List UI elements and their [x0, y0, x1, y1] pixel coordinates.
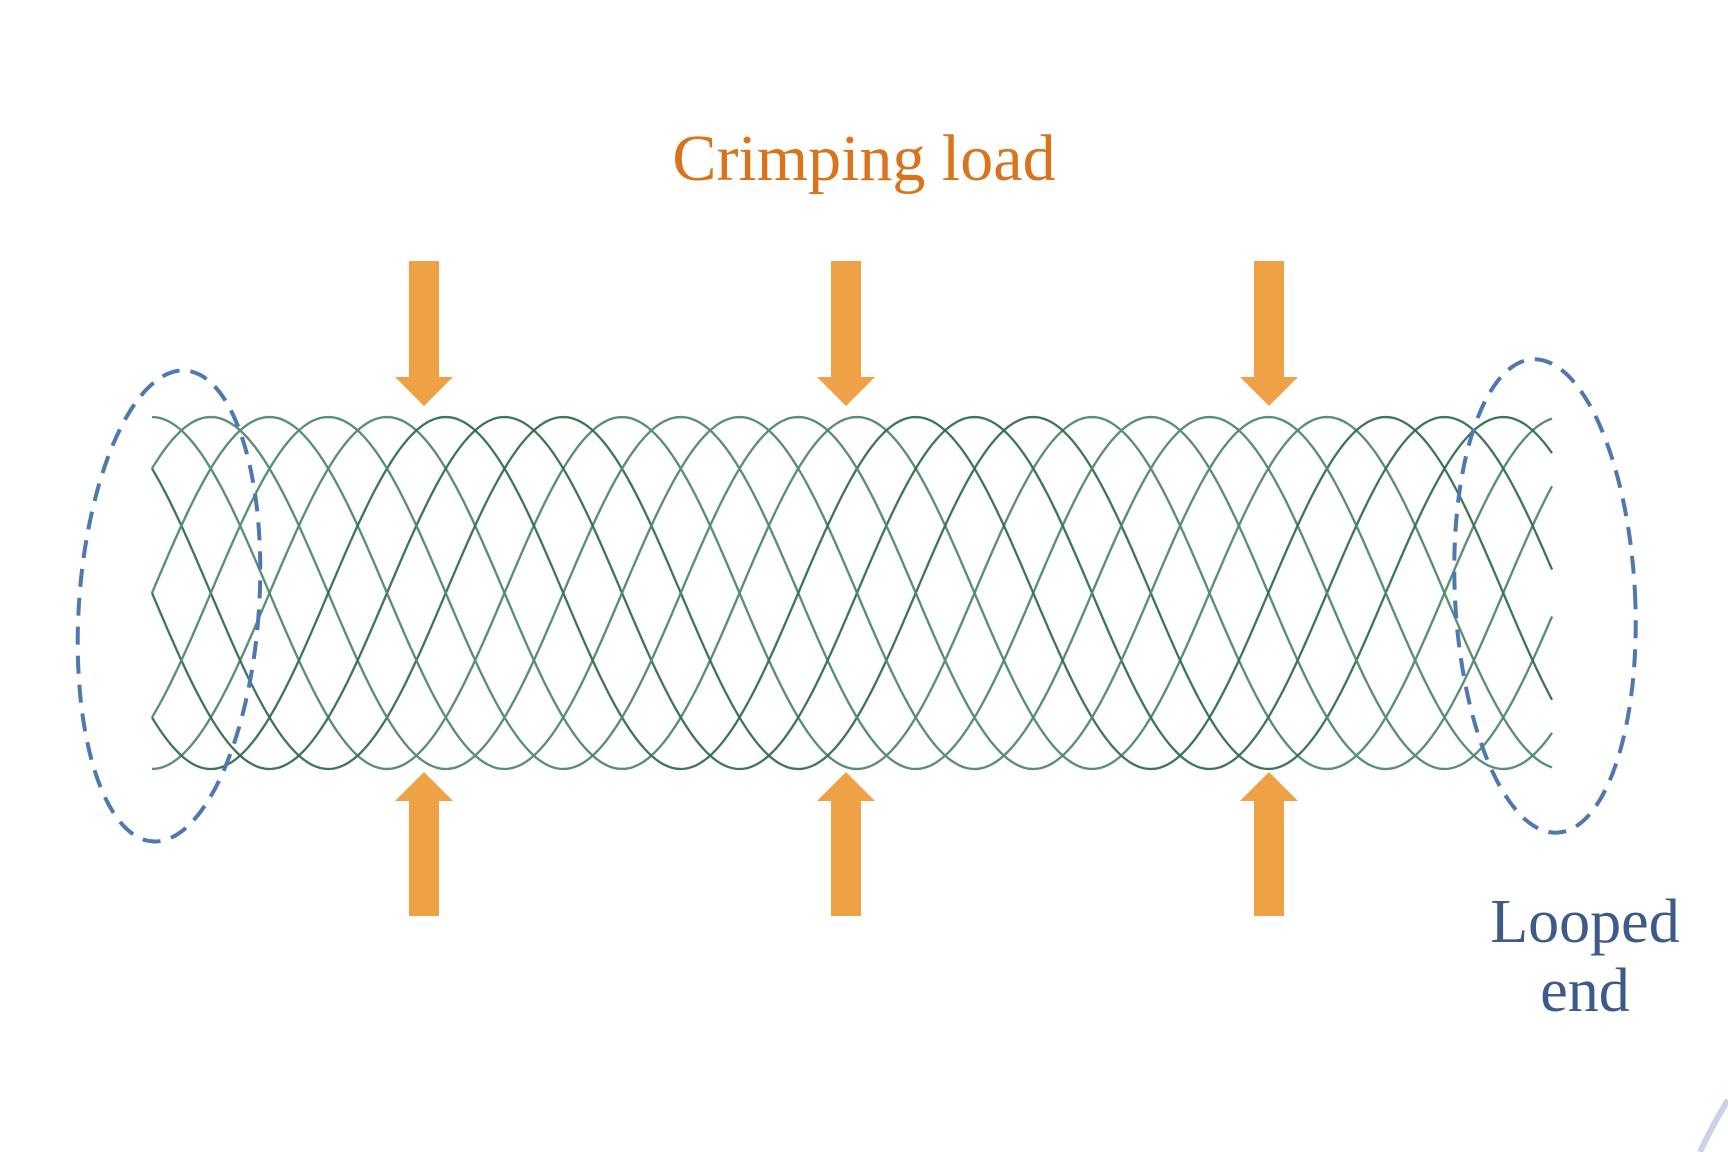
arrow-up-icon	[817, 772, 875, 916]
stent-wire	[150, 415, 1554, 771]
stent-wire	[151, 415, 1553, 771]
crimping-load-arrows-bottom	[395, 772, 1298, 916]
stent-wire	[151, 415, 1553, 771]
right-looped-end-marker	[1452, 357, 1638, 835]
arrow-down-icon	[395, 261, 453, 406]
stent-wire	[151, 415, 1553, 771]
stent-wire	[151, 415, 1553, 771]
looped-end-line1: Looped	[1490, 888, 1680, 956]
stent-wire	[151, 415, 1553, 771]
arrow-down-icon	[817, 261, 875, 406]
stent-wire	[150, 415, 1554, 771]
crimping-load-arrows-top	[395, 261, 1298, 406]
corner-decoration-arc	[1697, 1098, 1728, 1152]
looped-end-markers	[75, 357, 1638, 844]
stent-wire	[150, 415, 1554, 771]
stent-wire	[151, 415, 1553, 771]
left-looped-end-marker	[75, 368, 263, 844]
braided-stent-mesh	[150, 415, 1554, 771]
arrow-up-icon	[395, 772, 453, 916]
stent-wire	[151, 415, 1553, 771]
stent-wire	[150, 415, 1554, 771]
stent-wire	[151, 415, 1553, 771]
stent-wire	[151, 415, 1553, 771]
looped-end-line2: end	[1540, 957, 1630, 1026]
stent-wire	[151, 415, 1553, 771]
crimping-load-text: Crimping load	[672, 122, 1056, 195]
stent-wire	[151, 415, 1553, 771]
arrow-down-icon	[1240, 261, 1298, 406]
looped-end-label: Looped end	[1460, 888, 1710, 1027]
arrow-up-icon	[1240, 772, 1298, 916]
crimping-load-title: Crimping load	[564, 122, 1164, 196]
stent-wire	[151, 415, 1553, 771]
